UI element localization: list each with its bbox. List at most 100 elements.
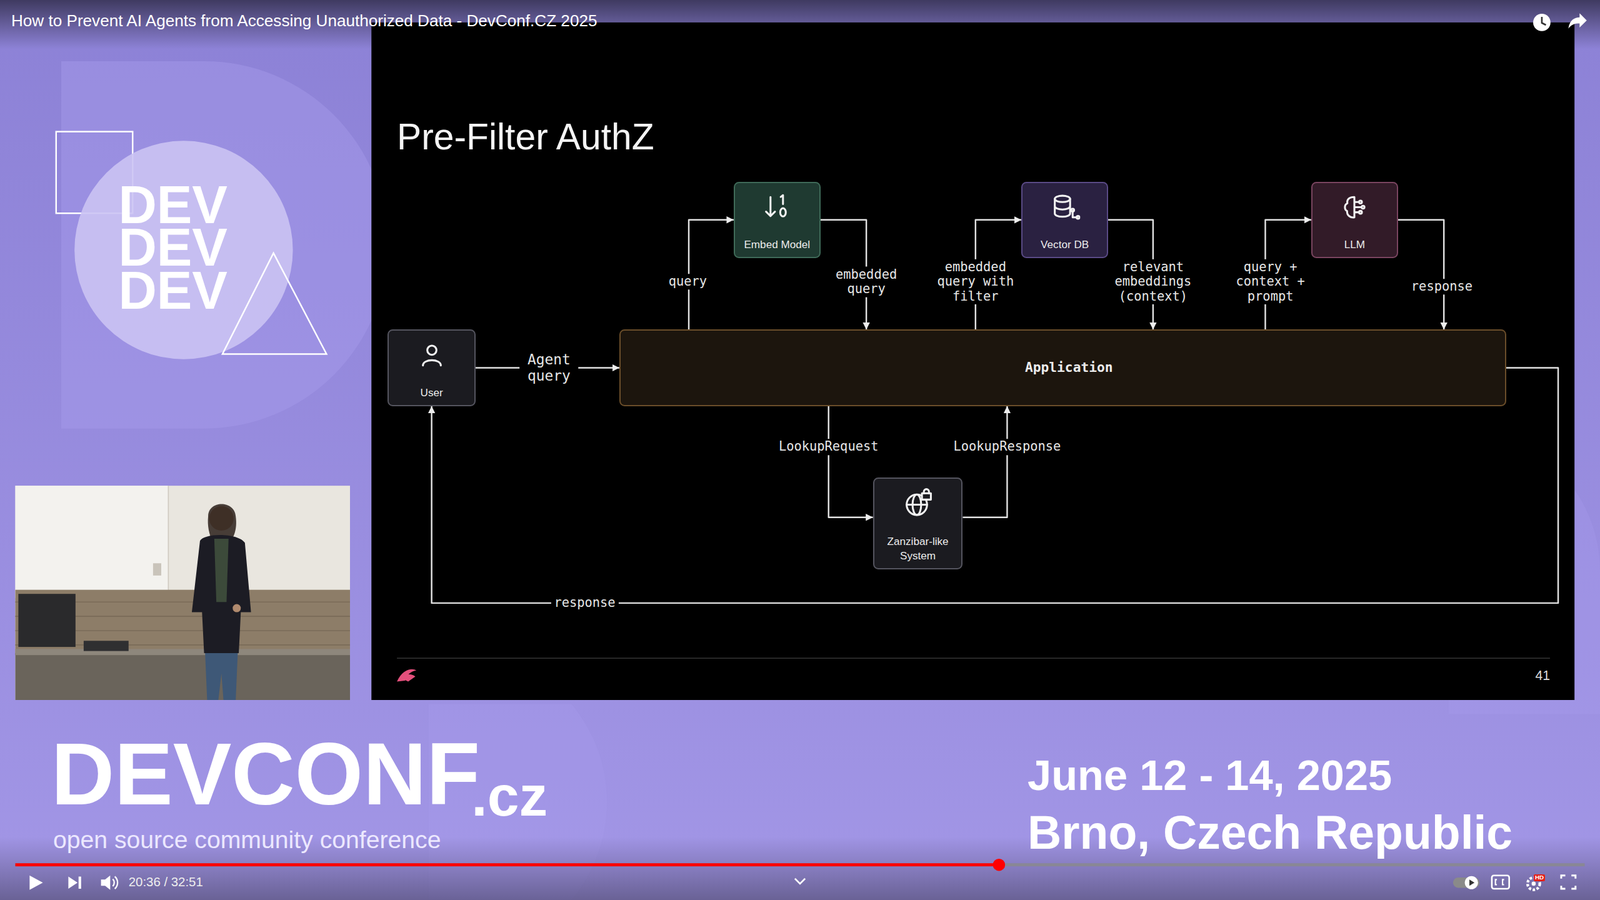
slide-number: 41	[1535, 667, 1550, 684]
node-label: Zanzibar-like System	[880, 534, 956, 564]
autoplay-play	[1469, 879, 1475, 886]
wall	[15, 485, 350, 700]
laptop	[83, 640, 129, 651]
application-band: Application	[619, 329, 1507, 406]
brand-suffix: .cz	[471, 767, 548, 825]
icon-svg	[416, 340, 447, 371]
brand-tagline: open source community conference	[53, 826, 442, 854]
edge-label: relevant embeddings (context)	[1111, 258, 1195, 304]
node-label: Embed Model	[743, 237, 810, 252]
edge-label: query + context + prompt	[1232, 258, 1309, 304]
slide-rule	[396, 657, 1550, 659]
time-display: 20:36 / 32:51	[128, 874, 204, 890]
icon-svg	[1339, 191, 1370, 223]
node-icon	[422, 345, 441, 366]
logo-circle	[74, 140, 293, 359]
flow-arrow	[1398, 220, 1444, 330]
progress-played	[15, 863, 999, 867]
speaker-jeans	[205, 653, 238, 700]
node-label: LLM	[1344, 237, 1365, 252]
next-icon	[68, 876, 81, 889]
icon-stroke	[1359, 200, 1362, 204]
logo-triangle	[222, 253, 327, 355]
edge-label: response	[550, 595, 619, 611]
node-label: Vector DB	[1040, 237, 1089, 252]
cc-marks	[1495, 879, 1505, 885]
icon-stroke	[1054, 195, 1070, 202]
volume-waves	[112, 876, 118, 889]
slide-logo	[396, 669, 417, 682]
event-dates: June 12 - 14, 2025	[1027, 751, 1392, 799]
brand-name: DEVCONF	[51, 730, 480, 819]
speaker-video	[15, 485, 350, 700]
icon-stroke	[1054, 199, 1070, 218]
flow-arrow	[962, 406, 1007, 518]
edge-label: LookupResponse	[950, 438, 1064, 455]
watch-later-icon	[1533, 13, 1551, 32]
node-label: User	[420, 385, 444, 400]
service-box: User	[387, 329, 475, 406]
wall-panel	[15, 485, 169, 599]
icon-stroke	[422, 360, 441, 365]
speaker-hands	[232, 604, 241, 613]
service-box: Embed Model	[733, 181, 821, 259]
icon-stroke	[923, 488, 929, 494]
edge-label: LookupRequest	[775, 438, 882, 455]
ghost-letter	[61, 61, 388, 429]
hd-badge: HD	[1533, 874, 1545, 882]
wall-socket	[153, 563, 162, 576]
speaker-shirt	[214, 538, 229, 602]
player-controls	[15, 13, 1587, 890]
edge-label: Agent query	[520, 350, 579, 385]
edge-label: response	[1408, 278, 1476, 295]
icon-stroke	[921, 493, 931, 500]
icon-stroke	[426, 345, 437, 355]
video-title: How to Prevent AI Agents from Accessing …	[11, 11, 598, 31]
wall-seam	[168, 485, 170, 602]
node-label: Application	[1025, 358, 1101, 377]
icon-stroke	[1345, 196, 1362, 218]
progress-track	[15, 863, 1585, 867]
edge-label: embedded query	[831, 266, 900, 297]
icon-svg	[902, 488, 934, 519]
share-icon	[1568, 13, 1587, 29]
node-icon	[1054, 195, 1079, 219]
icon-stroke	[1361, 206, 1365, 209]
icon-stroke	[1359, 211, 1362, 214]
icon-svg	[1049, 191, 1080, 223]
settings-hub	[1531, 881, 1537, 887]
autoplay-knob	[1465, 876, 1479, 890]
node-icon	[766, 195, 787, 217]
icon-stroke	[780, 208, 787, 217]
service-box: Vector DB	[1021, 181, 1109, 259]
edge-label: query	[665, 273, 710, 290]
speaker-jacket	[191, 535, 252, 654]
cc-icon	[1491, 875, 1510, 889]
desk-edge	[15, 648, 350, 655]
icon-stroke	[766, 196, 775, 217]
slide-ground	[371, 22, 1575, 700]
service-box: Zanzibar-like System	[873, 477, 964, 570]
fullscreen-icon	[1561, 875, 1576, 889]
wood-panel	[15, 590, 350, 655]
icon-svg	[761, 191, 793, 223]
volume-icon	[101, 875, 111, 890]
clock-hands	[1541, 16, 1547, 25]
event-place: Brno, Czech Republic	[1027, 806, 1513, 859]
progress-knob	[993, 858, 1006, 872]
service-box: LLM	[1311, 181, 1399, 259]
slide-title: Pre-Filter AuthZ	[396, 115, 654, 160]
flow-arrow	[828, 406, 874, 518]
icon-stroke	[906, 503, 927, 506]
desk	[15, 653, 350, 700]
node-icon	[1345, 196, 1365, 218]
chevron-icon	[795, 878, 805, 884]
monitor	[18, 593, 75, 647]
node-icon	[906, 488, 931, 515]
icon-stroke	[780, 195, 784, 205]
logo-word: DEV	[118, 264, 228, 318]
edge-label: embedded query with filter	[933, 258, 1018, 304]
